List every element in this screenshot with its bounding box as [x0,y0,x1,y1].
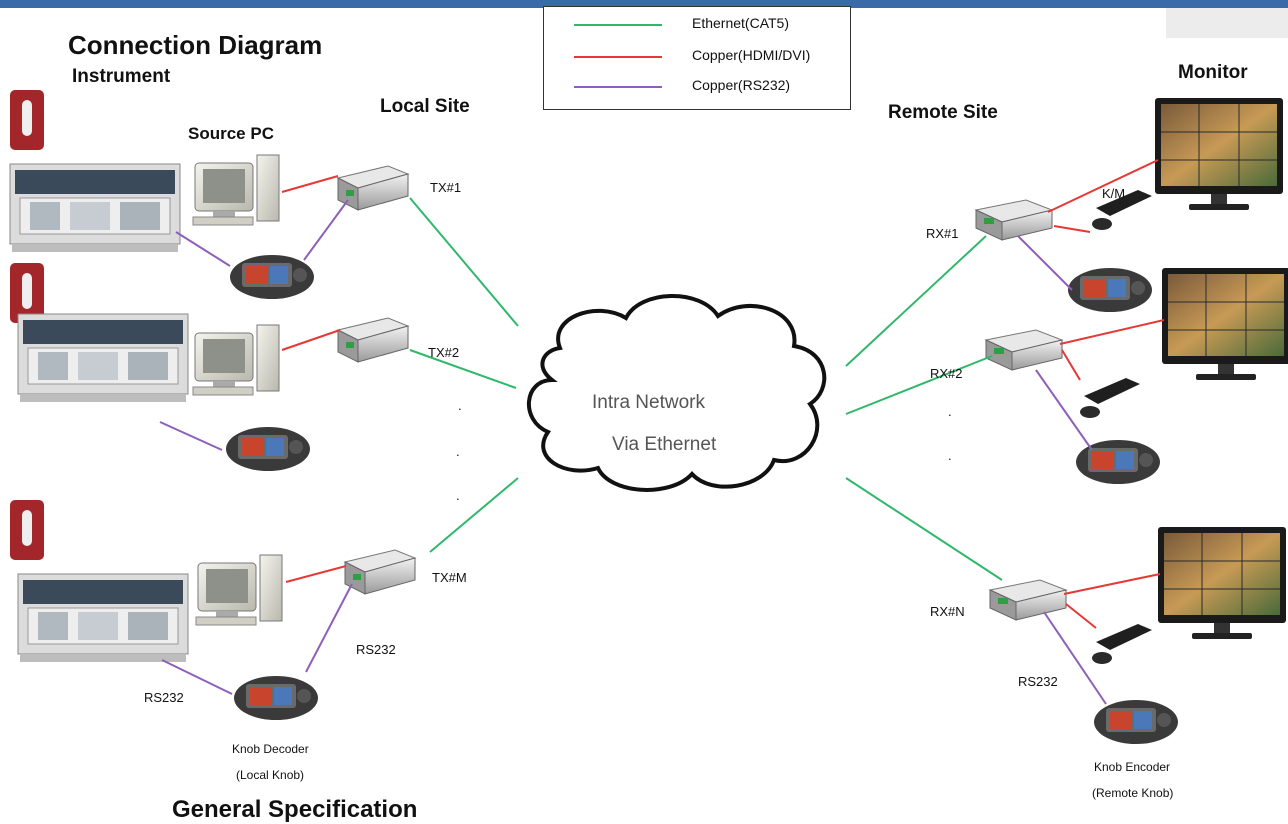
ethernet-links [409,197,1003,581]
instrument-1 [9,163,181,253]
legend-swatch [574,24,662,26]
source-pc-3 [195,554,283,626]
legend: Ethernet(CAT5) Copper(HDMI/DVI) Copper(R… [543,6,851,110]
legend-swatch [574,56,662,58]
corner-panel [1166,8,1288,38]
rs232-label: RS232 [1018,674,1058,689]
source-pc-2 [192,324,280,396]
knob-encoder-label: Knob Encoder [1094,760,1171,774]
tx2-label: TX#2 [428,345,460,360]
cloud-line-2: Via Ethernet [612,434,717,455]
legend-label: Copper(RS232) [692,77,791,93]
knob-decoder-sublabel: (Local Knob) [236,768,305,782]
legend-label: Copper(HDMI/DVI) [692,47,811,63]
footer-heading: General Specification [172,796,418,823]
remote-knob-1 [1068,268,1152,312]
knob-decoder-label: Knob Decoder [232,742,309,756]
tx2-device [337,317,409,363]
rx1-label: RX#1 [926,226,959,241]
instrument-beacon-icon [10,500,44,560]
legend-label: Ethernet(CAT5) [692,15,789,31]
tx1-device [337,165,409,211]
rx2-device [985,329,1063,371]
source-pc-1 [192,154,280,226]
local-knob-2 [226,427,310,471]
remote-site-label: Remote Site [888,102,998,123]
rs232-links [159,199,1107,705]
page-title: Connection Diagram [68,30,323,60]
rx2-label: RX#2 [930,366,963,381]
knob-decoder-device [234,676,318,720]
rs232-label: RS232 [356,642,396,657]
source-pc-label: Source PC [188,124,274,143]
hdmi-links [281,159,1165,629]
network-cloud [527,294,827,492]
knob-encoder-sublabel: (Remote Knob) [1092,786,1174,800]
local-knob-1 [230,255,314,299]
km-label: K/M [1102,186,1126,201]
keyboard-mouse-3 [1092,624,1152,664]
rxn-label: RX#N [930,604,965,619]
monitor-label: Monitor [1178,62,1248,83]
instrument-3 [17,573,189,663]
rxn-device [989,579,1067,621]
keyboard-mouse-2 [1080,378,1140,418]
monitor-3 [1157,526,1287,640]
knob-encoder-device [1094,700,1178,744]
monitor-1 [1154,97,1284,211]
ellipsis-dot: . [948,404,952,419]
rx1-device [975,199,1053,241]
txm-label: TX#M [432,570,467,585]
ellipsis-dot: . [458,398,462,413]
local-site-label: Local Site [380,96,470,117]
instrument-beacon-icon [10,90,44,150]
txm-device [344,549,416,595]
top-accent-bar [0,0,1288,8]
ellipsis-dot: . [456,488,460,503]
ellipsis-dot: . [456,444,460,459]
cloud-line-1: Intra Network [592,392,705,413]
monitor-2 [1161,267,1288,381]
instrument-2 [17,313,189,403]
ellipsis-dot: . [948,448,952,463]
legend-swatch [574,86,662,88]
instrument-label: Instrument [72,66,171,87]
rs232-label: RS232 [144,690,184,705]
tx1-label: TX#1 [430,180,462,195]
